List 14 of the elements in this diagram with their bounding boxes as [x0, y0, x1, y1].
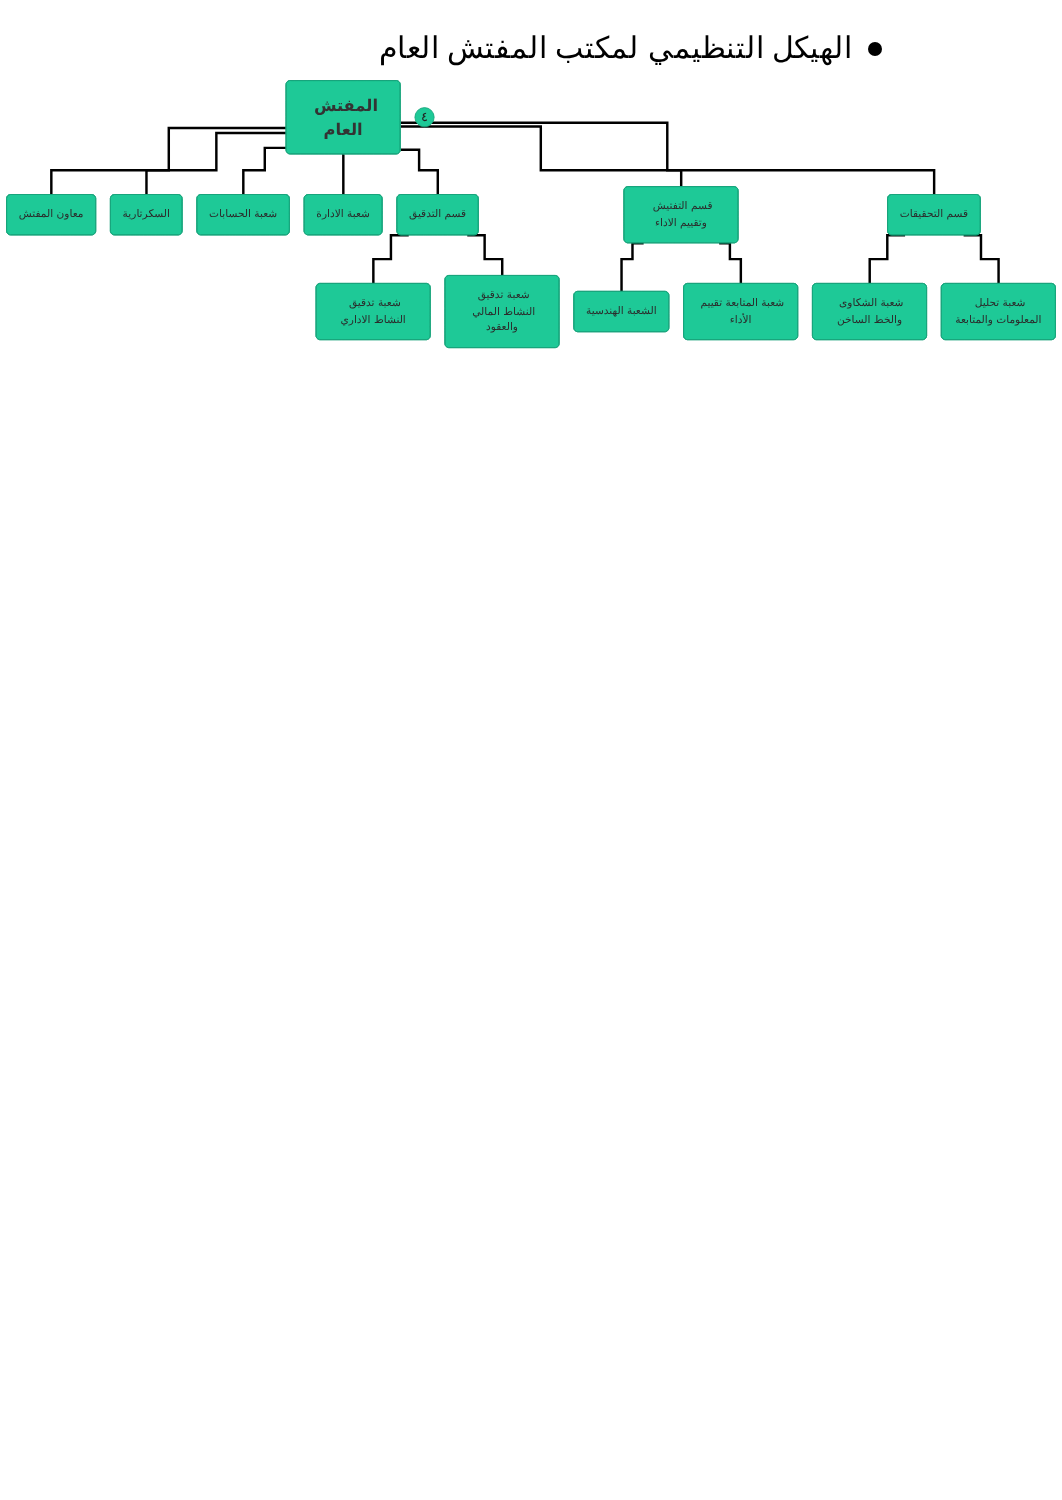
connector [719, 242, 743, 286]
connector [467, 234, 504, 278]
connector [400, 121, 936, 197]
connector [145, 131, 287, 197]
connector [400, 148, 440, 197]
connector [342, 153, 345, 197]
connector [963, 234, 1000, 286]
connector [372, 234, 409, 286]
connector [50, 126, 287, 197]
connector [400, 125, 683, 189]
connector [242, 146, 287, 197]
heading: الهيكل التنظيمي لمكتب المفتش العام [378, 32, 852, 66]
connector [868, 234, 906, 286]
connector [620, 242, 644, 293]
